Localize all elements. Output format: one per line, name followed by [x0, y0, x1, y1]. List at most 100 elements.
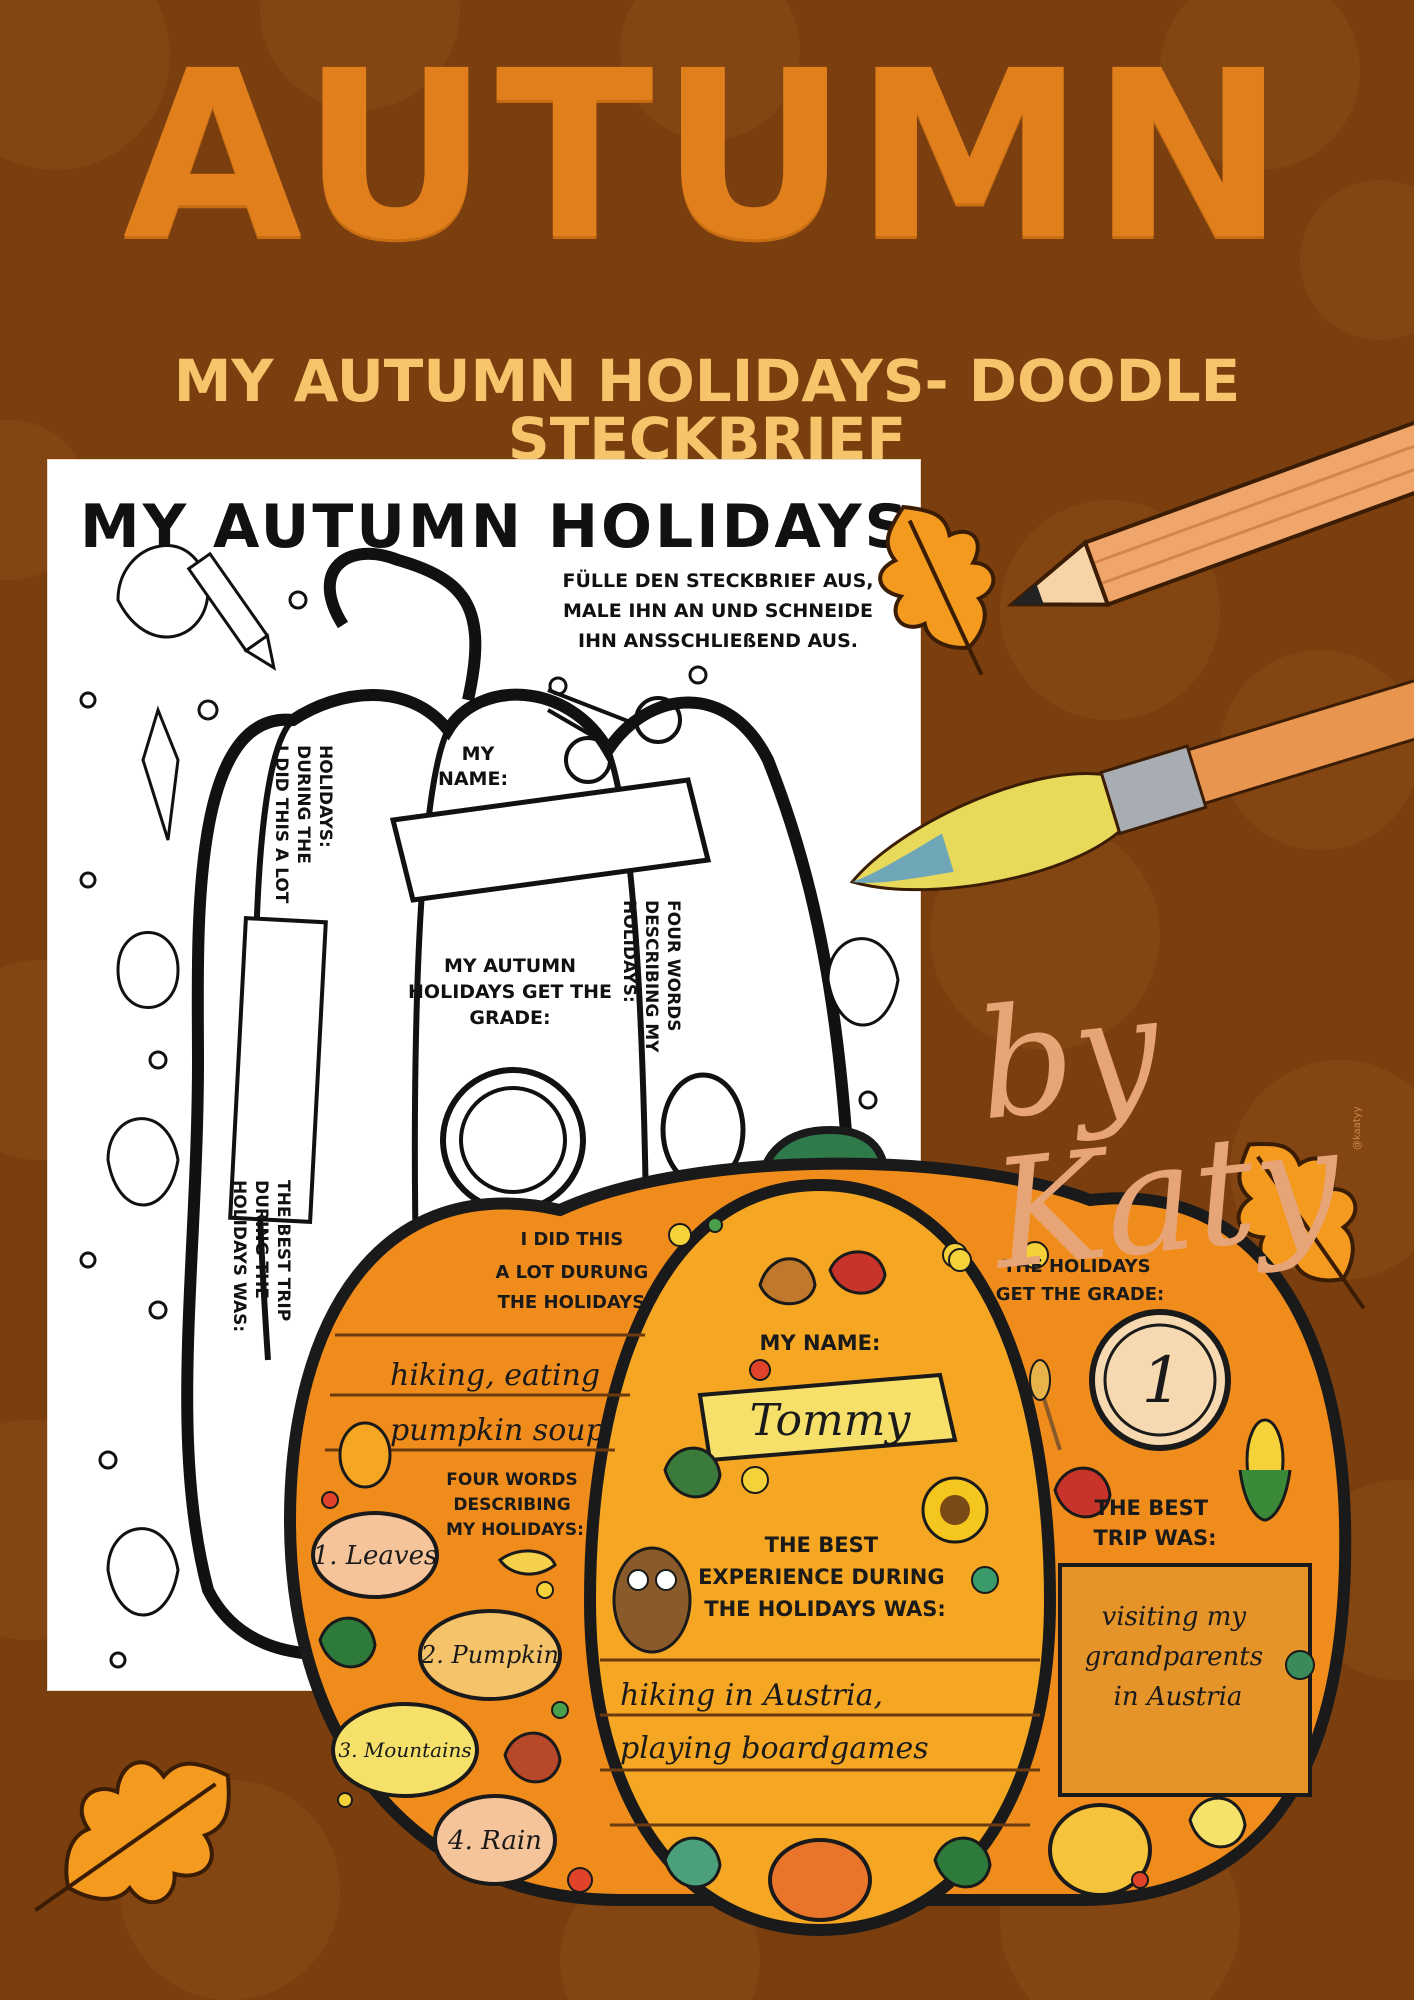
- worksheet-name-banner: [389, 777, 712, 903]
- page-title: AUTUMN: [122, 21, 1292, 291]
- leaf-doodle-icon: [106, 1117, 180, 1207]
- leaf-icon: [497, 1549, 557, 1576]
- did-answer-line: pumpkin soup: [390, 1413, 605, 1448]
- trip-answer-line: visiting my: [1102, 1602, 1247, 1632]
- leaf-doodle-icon: [826, 937, 900, 1027]
- sunflower-icon: [921, 1476, 989, 1544]
- leaf-icon: [1188, 1796, 1247, 1849]
- pumpkin-card: I DID THIS A LOT DURUNG THE HOLIDAYS: hi…: [283, 1125, 1352, 1937]
- svg-text:FOUR WORDS DESCRIBING: FOUR WORDS DESCRIBING MY HOLIDAYS:: [446, 1470, 584, 1540]
- svg-text:THE HOLIDAYS GET THE G: THE HOLIDAYS GET THE GRADE:: [996, 1256, 1165, 1305]
- worksheet-did-prompt: HOLIDAYS:: [315, 745, 335, 848]
- svg-text:FOUR WORDSDESCRIBING MYHOLIDAY: FOUR WORDSDESCRIBING MYHOLIDAYS:: [619, 900, 683, 1053]
- worksheet-words-prompt: DESCRIBING MY: [641, 900, 661, 1053]
- did-prompt-line: I DID THIS: [520, 1229, 623, 1250]
- owl-icon: [612, 1546, 692, 1654]
- worksheet-grade-prompt: MY AUTUMN: [444, 955, 576, 977]
- grade-prompt-line: THE HOLIDAYS: [1003, 1256, 1151, 1277]
- leaf-doodle-icon: [141, 705, 180, 841]
- word-item: 1. Leaves: [313, 1541, 438, 1571]
- trip-prompt-line: THE BEST: [1095, 1496, 1209, 1520]
- mini-pumpkin-icon: [338, 1421, 392, 1489]
- word-item: 2. Pumpkin: [420, 1641, 559, 1669]
- word-oval: [418, 1609, 562, 1701]
- corn-icon: [1238, 1418, 1292, 1522]
- word-item: 3. Mountains: [338, 1738, 471, 1762]
- worksheet-title: MY AUTUMN HOLIDAYS: [80, 492, 911, 562]
- name-prompt: MY NAME:: [760, 1331, 881, 1355]
- oak-leaf-icon: [878, 504, 996, 676]
- worksheet-words-prompt: HOLIDAYS:: [619, 900, 639, 1003]
- worksheet-instruction-line: MALE IHN AN UND SCHNEIDE: [563, 600, 873, 622]
- experience-prompt-line: THE BEST: [765, 1533, 879, 1557]
- mini-pumpkin-icon: [1048, 1803, 1152, 1897]
- bg-dot: [1160, 0, 1360, 170]
- svg-text:visiting my grandparen: visiting my grandparents in Austria: [1085, 1602, 1272, 1712]
- grade-prompt-line: GET THE GRADE:: [996, 1284, 1165, 1305]
- worksheet-trip-prompt: THE BEST TRIP: [273, 1180, 293, 1321]
- word-oval: [331, 1702, 479, 1798]
- leaf-icon: [663, 1446, 722, 1499]
- oak-leaf-icon: [34, 1760, 231, 1912]
- pencil-icon: [1006, 416, 1414, 608]
- leaf-icon: [318, 1616, 377, 1669]
- words-prompt-line: MY HOLIDAYS:: [446, 1520, 584, 1540]
- oak-leaf-icon: [1236, 1141, 1366, 1310]
- leaf-doodle-icon: [116, 931, 180, 1009]
- leaf-icon: [933, 1836, 992, 1889]
- svg-text:I DID THIS A LOT DURUN: I DID THIS A LOT DURUNG THE HOLIDAYS:: [495, 1229, 654, 1313]
- credit-text: @kaatyy: [1352, 1106, 1363, 1150]
- pencil-doodle-icon: [186, 551, 277, 671]
- worksheet-grade-prompt: GRADE:: [469, 1007, 550, 1029]
- word-oval: [311, 1511, 439, 1599]
- trip-answer-line: grandparents: [1085, 1642, 1263, 1672]
- svg-text:THE BEST TRIPDURING THEHOLIDAY: THE BEST TRIPDURING THEHOLIDAYS WAS:: [229, 1180, 293, 1332]
- scissors-icon: [546, 688, 682, 784]
- leaf-icon: [758, 1257, 817, 1306]
- wheat-icon: [1029, 1359, 1062, 1451]
- worksheet-trip-prompt: HOLIDAYS WAS:: [229, 1180, 249, 1332]
- name-value: Tommy: [750, 1395, 912, 1446]
- clock-icon: [1089, 1309, 1231, 1451]
- svg-text:THE BEST EXPERIENCE DU: THE BEST EXPERIENCE DURING THE HOLIDAYS …: [698, 1533, 952, 1621]
- worksheet-name-prompt: NAME:: [438, 768, 508, 790]
- worksheet-grade-prompt: HOLIDAYS GET THE: [408, 981, 612, 1003]
- trip-answer-box: [1058, 1563, 1312, 1797]
- worksheet-trip-prompt: DURING THE: [251, 1180, 271, 1299]
- svg-text:hiking, eating pumpkin: hiking, eating pumpkin soup: [390, 1358, 610, 1448]
- worksheet-did-prompt: DURING THE: [293, 745, 313, 864]
- leaf-doodle-icon: [106, 1527, 180, 1617]
- worksheet-words-prompt: FOUR WORDS: [663, 900, 683, 1032]
- word-oval: [433, 1794, 557, 1886]
- did-prompt-line: THE HOLIDAYS:: [498, 1292, 653, 1313]
- worksheet-name-prompt: MY: [462, 743, 495, 765]
- experience-answer-line: hiking in Austria,: [620, 1678, 883, 1713]
- page-subtitle: MY AUTUMN HOLIDAYS- DOODLE STECKBRIEF: [173, 347, 1241, 473]
- grade-value: 1: [1142, 1344, 1183, 1418]
- worksheet-stem: [323, 547, 482, 702]
- author-signature: by Katy: [969, 962, 1348, 1304]
- words-prompt-line: FOUR WORDS: [446, 1470, 578, 1490]
- worksheet-instruction-line: FÜLLE DEN STECKBRIEF AUS,: [562, 570, 874, 592]
- word-item: 4. Rain: [447, 1826, 542, 1856]
- did-prompt-line: A LOT DURUNG: [495, 1262, 648, 1283]
- paintbrush-icon: [849, 674, 1414, 892]
- mini-pumpkin-icon: [768, 1838, 872, 1922]
- did-answer-line: hiking, eating: [390, 1358, 600, 1393]
- trip-answer-line: in Austria: [1114, 1682, 1243, 1712]
- leaf-icon: [503, 1731, 562, 1784]
- leaf-icon: [1053, 1466, 1112, 1519]
- bg-dot: [620, 0, 800, 140]
- svg-text:hiking in Austria, pla: hiking in Austria, playing boardgames: [620, 1678, 929, 1766]
- worksheet-instruction-line: IHN ANSSCHLIEßEND AUS.: [578, 630, 858, 652]
- experience-answer-line: playing boardgames: [620, 1731, 929, 1766]
- name-banner: [697, 1372, 958, 1463]
- words-prompt-line: DESCRIBING: [453, 1495, 570, 1515]
- worksheet-did-prompt: I DID THIS A LOT: [271, 745, 291, 904]
- leaf-icon: [663, 1836, 722, 1889]
